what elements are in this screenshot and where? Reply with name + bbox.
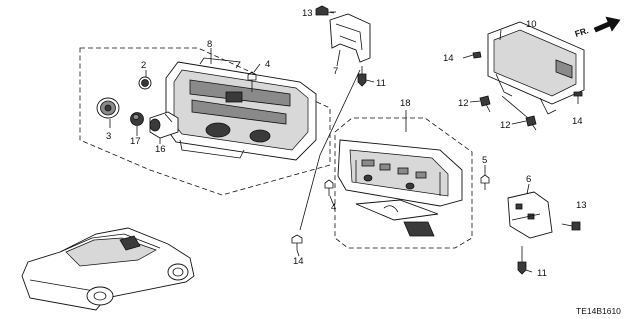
callout-16: 16 bbox=[155, 144, 166, 155]
panel-assembly-part-8 bbox=[165, 57, 317, 161]
screw-part-5 bbox=[480, 174, 490, 190]
control-board-part-18 bbox=[337, 139, 463, 207]
bracket-part-6 bbox=[507, 191, 553, 239]
car-location-illustration bbox=[21, 227, 195, 311]
screw-part-4-lower bbox=[324, 179, 334, 196]
callout-12-b: 12 bbox=[500, 120, 511, 131]
callout-7: 7 bbox=[333, 66, 338, 77]
callout-4-upper: 4 bbox=[265, 59, 270, 70]
screw-part-13-top bbox=[315, 5, 335, 16]
screw-part-13-right bbox=[561, 221, 581, 231]
callout-17: 17 bbox=[130, 136, 141, 147]
callout-11-lower: 11 bbox=[537, 268, 547, 279]
callout-2: 2 bbox=[141, 60, 146, 71]
callout-12-a: 12 bbox=[458, 98, 469, 109]
front-direction-indicator: FR. bbox=[574, 16, 621, 39]
screw-part-14-top-left bbox=[462, 51, 482, 59]
callout-4-lower: 4 bbox=[331, 202, 336, 213]
clip-part-11-lower bbox=[517, 246, 527, 275]
board-sheets bbox=[355, 199, 439, 237]
callout-8: 8 bbox=[207, 39, 212, 50]
callout-10: 10 bbox=[526, 19, 537, 30]
callout-18: 18 bbox=[400, 98, 411, 109]
callout-11-upper: 11 bbox=[376, 78, 386, 89]
callout-6: 6 bbox=[526, 174, 531, 185]
bracket-part-7 bbox=[329, 13, 371, 63]
screw-part-12-b bbox=[525, 115, 537, 131]
switch-part-16 bbox=[149, 111, 179, 139]
group-8-outline bbox=[79, 47, 331, 196]
cap-part-17 bbox=[130, 112, 144, 126]
callout-numbers: 13 7 11 8 4 2 3 17 16 4 14 18 5 10 14 12… bbox=[106, 8, 587, 279]
callout-14-top-left: 14 bbox=[443, 53, 454, 64]
callout-13-right: 13 bbox=[576, 200, 587, 211]
callout-14-right: 14 bbox=[572, 116, 583, 127]
screw-part-14-right bbox=[573, 91, 583, 104]
group-18-outline bbox=[334, 117, 473, 249]
screw-part-4-upper bbox=[247, 71, 257, 92]
callout-14-lower: 14 bbox=[293, 256, 304, 267]
direction-label: FR. bbox=[574, 25, 590, 39]
knob-part-3 bbox=[96, 97, 120, 119]
display-unit-part-10 bbox=[487, 21, 585, 115]
arrow-icon bbox=[593, 16, 621, 33]
leader-lines bbox=[109, 11, 533, 273]
callout-3: 3 bbox=[106, 131, 111, 142]
clip-part-11-upper bbox=[357, 66, 367, 87]
callout-5: 5 bbox=[482, 155, 487, 166]
screw-part-14-lower bbox=[291, 234, 303, 250]
knob-part-2 bbox=[138, 76, 152, 90]
diagram-code: TE14B1610 bbox=[576, 306, 621, 316]
callout-13-top: 13 bbox=[302, 8, 313, 19]
screw-part-12-a bbox=[479, 95, 491, 113]
